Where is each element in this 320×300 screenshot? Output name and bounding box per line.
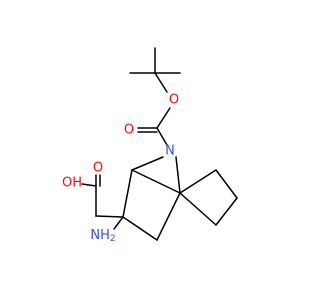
- bond-ethano-2: [215, 169, 238, 199]
- atom-o-ester: O: [169, 93, 179, 108]
- nh2-main: NH: [90, 228, 110, 243]
- bond-n-to-bridgehead-right: [175, 156, 181, 194]
- bonds: [81, 47, 238, 241]
- bond-bridge-upper: [131, 169, 181, 194]
- bond-tbu-to-ester-o: [154, 72, 168, 93]
- nh2-subscript: 2: [110, 234, 116, 244]
- atom-oh-acid: OH: [62, 176, 82, 191]
- bond-ring-c4-c3: [122, 169, 133, 218]
- atom-nh2: NH2: [90, 228, 115, 245]
- bond-acid-c-to-oh: [81, 183, 97, 187]
- chemical-structure: O O N OH O NH2: [62, 47, 238, 245]
- atom-o-boc-carbonyl: O: [124, 123, 134, 138]
- bond-ethano-4: [179, 192, 217, 226]
- bond-ring-c2-c1: [156, 192, 181, 241]
- bond-c3-to-ch2: [95, 215, 124, 218]
- atom-labels: O O N OH O NH2: [62, 93, 179, 245]
- bond-n-to-bridgehead-left: [131, 156, 164, 171]
- bond-ethano-3: [215, 197, 238, 226]
- bond-c3-to-nh2: [113, 216, 124, 230]
- bond-ester-o-to-carbonyl-c: [156, 107, 171, 129]
- bond-boc-c-to-n: [156, 127, 168, 146]
- bond-ethano-1: [179, 169, 217, 194]
- atom-n-bridge: N: [165, 144, 175, 159]
- atom-o-acid-carbonyl: O: [93, 161, 103, 176]
- bond-ring-c3-c2: [122, 216, 158, 241]
